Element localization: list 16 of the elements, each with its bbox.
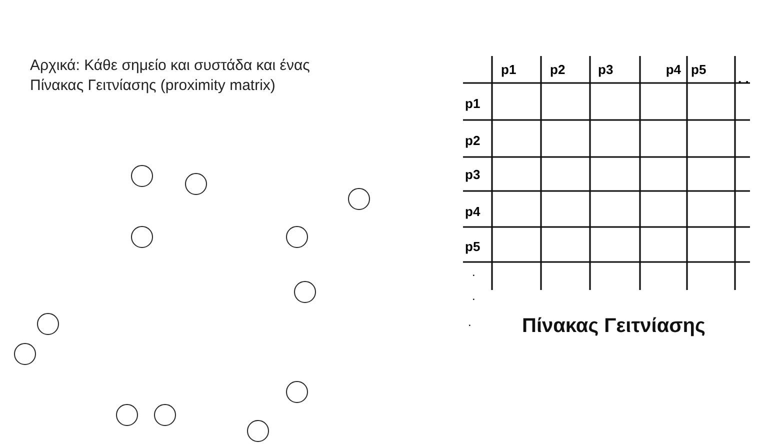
column-header: p5 (691, 61, 708, 79)
row-header: p5 (465, 238, 482, 256)
column-header: p2 (550, 61, 566, 79)
row-header: p2 (465, 132, 482, 150)
column-header: p3 (598, 61, 614, 79)
ellipsis-text: . (472, 264, 476, 280)
intro-text: Αρχικά: Κάθε σημείο και συστάδα και ένας Πίνακας Γειτνίασης (proximity matrix) (30, 56, 311, 96)
row-header: p4 (465, 203, 482, 221)
row-header: p3 (465, 166, 482, 184)
column-header: p4 (664, 61, 681, 79)
matrix-caption: Πίνακας Γειτνίασης (522, 314, 706, 339)
ellipsis-text: . (468, 314, 472, 330)
row-header: p1 (465, 95, 482, 113)
ellipsis-text: . . (738, 70, 750, 88)
ellipsis-text: . (472, 288, 476, 304)
column-header: p1 (501, 61, 518, 79)
